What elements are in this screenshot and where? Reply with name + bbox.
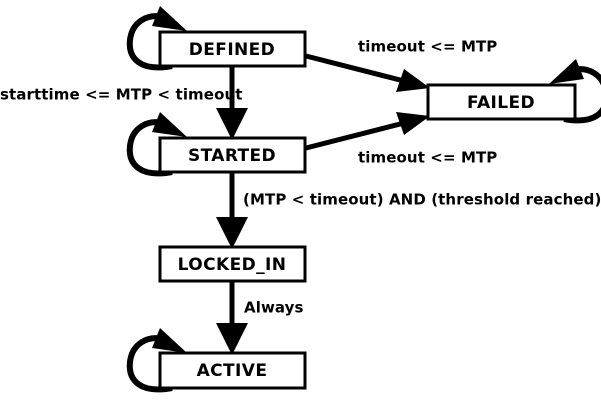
state-node-started-rect [158,136,307,174]
edge-active-self-loop-arrowhead [152,328,187,353]
edge-locked-in-to-active[interactable] [216,281,248,355]
state-node-defined-rect [158,30,307,68]
edge-defined-to-started-arrowhead [216,108,248,140]
edge-started-self-loop-arrowhead [152,112,187,137]
state-node-active[interactable]: ACTIVE [158,351,307,390]
edge-label-started-to-locked-in: (MTP < timeout) AND (threshold reached) [243,191,601,209]
edge-started-to-locked-in[interactable] [216,172,248,249]
edge-label-locked-in-to-active: Always [244,299,304,317]
edge-failed-self-loop-path [563,66,601,124]
edge-defined-to-started[interactable] [216,66,248,140]
edge-label-defined-to-started: starttime <= MTP < timeout [0,86,243,104]
state-node-failed-label: FAILED [467,93,535,113]
state-node-started-label: STARTED [188,146,276,166]
edge-started-to-failed-line [305,119,409,151]
state-node-defined[interactable]: DEFINED [158,30,307,68]
edge-defined-self-loop-path [126,13,173,71]
state-node-defined-label: DEFINED [189,40,275,60]
edge-defined-self-loop[interactable] [126,6,187,71]
edge-failed-self-loop[interactable] [549,59,601,124]
state-node-active-label: ACTIVE [197,361,268,381]
edge-started-self-loop[interactable] [126,112,187,177]
state-node-locked-in-rect [158,245,307,283]
edge-started-to-failed-arrowhead [396,112,430,135]
edge-defined-to-failed-arrowhead [396,69,430,92]
edge-defined-to-failed[interactable] [305,53,430,92]
edge-started-to-locked-in-arrowhead [216,217,248,249]
state-node-locked-in-label: LOCKED_IN [178,255,287,275]
state-node-locked-in[interactable]: LOCKED_IN [158,245,307,283]
edge-active-self-loop[interactable] [126,328,187,393]
edge-started-to-failed[interactable] [305,112,430,151]
edge-started-self-loop-path [126,119,173,177]
edge-label-started-to-failed: timeout <= MTP [358,149,497,167]
state-node-active-rect [158,351,307,390]
edge-failed-self-loop-arrowhead [549,59,584,84]
edge-defined-self-loop-arrowhead [152,6,187,31]
state-node-failed-rect [426,83,577,121]
state-node-started[interactable]: STARTED [158,136,307,174]
edge-label-defined-to-failed: timeout <= MTP [358,38,497,56]
edge-defined-to-failed-line [305,53,409,85]
edge-locked-in-to-active-arrowhead [216,323,248,355]
state-node-failed[interactable]: FAILED [426,83,577,121]
edge-active-self-loop-path [126,335,173,393]
